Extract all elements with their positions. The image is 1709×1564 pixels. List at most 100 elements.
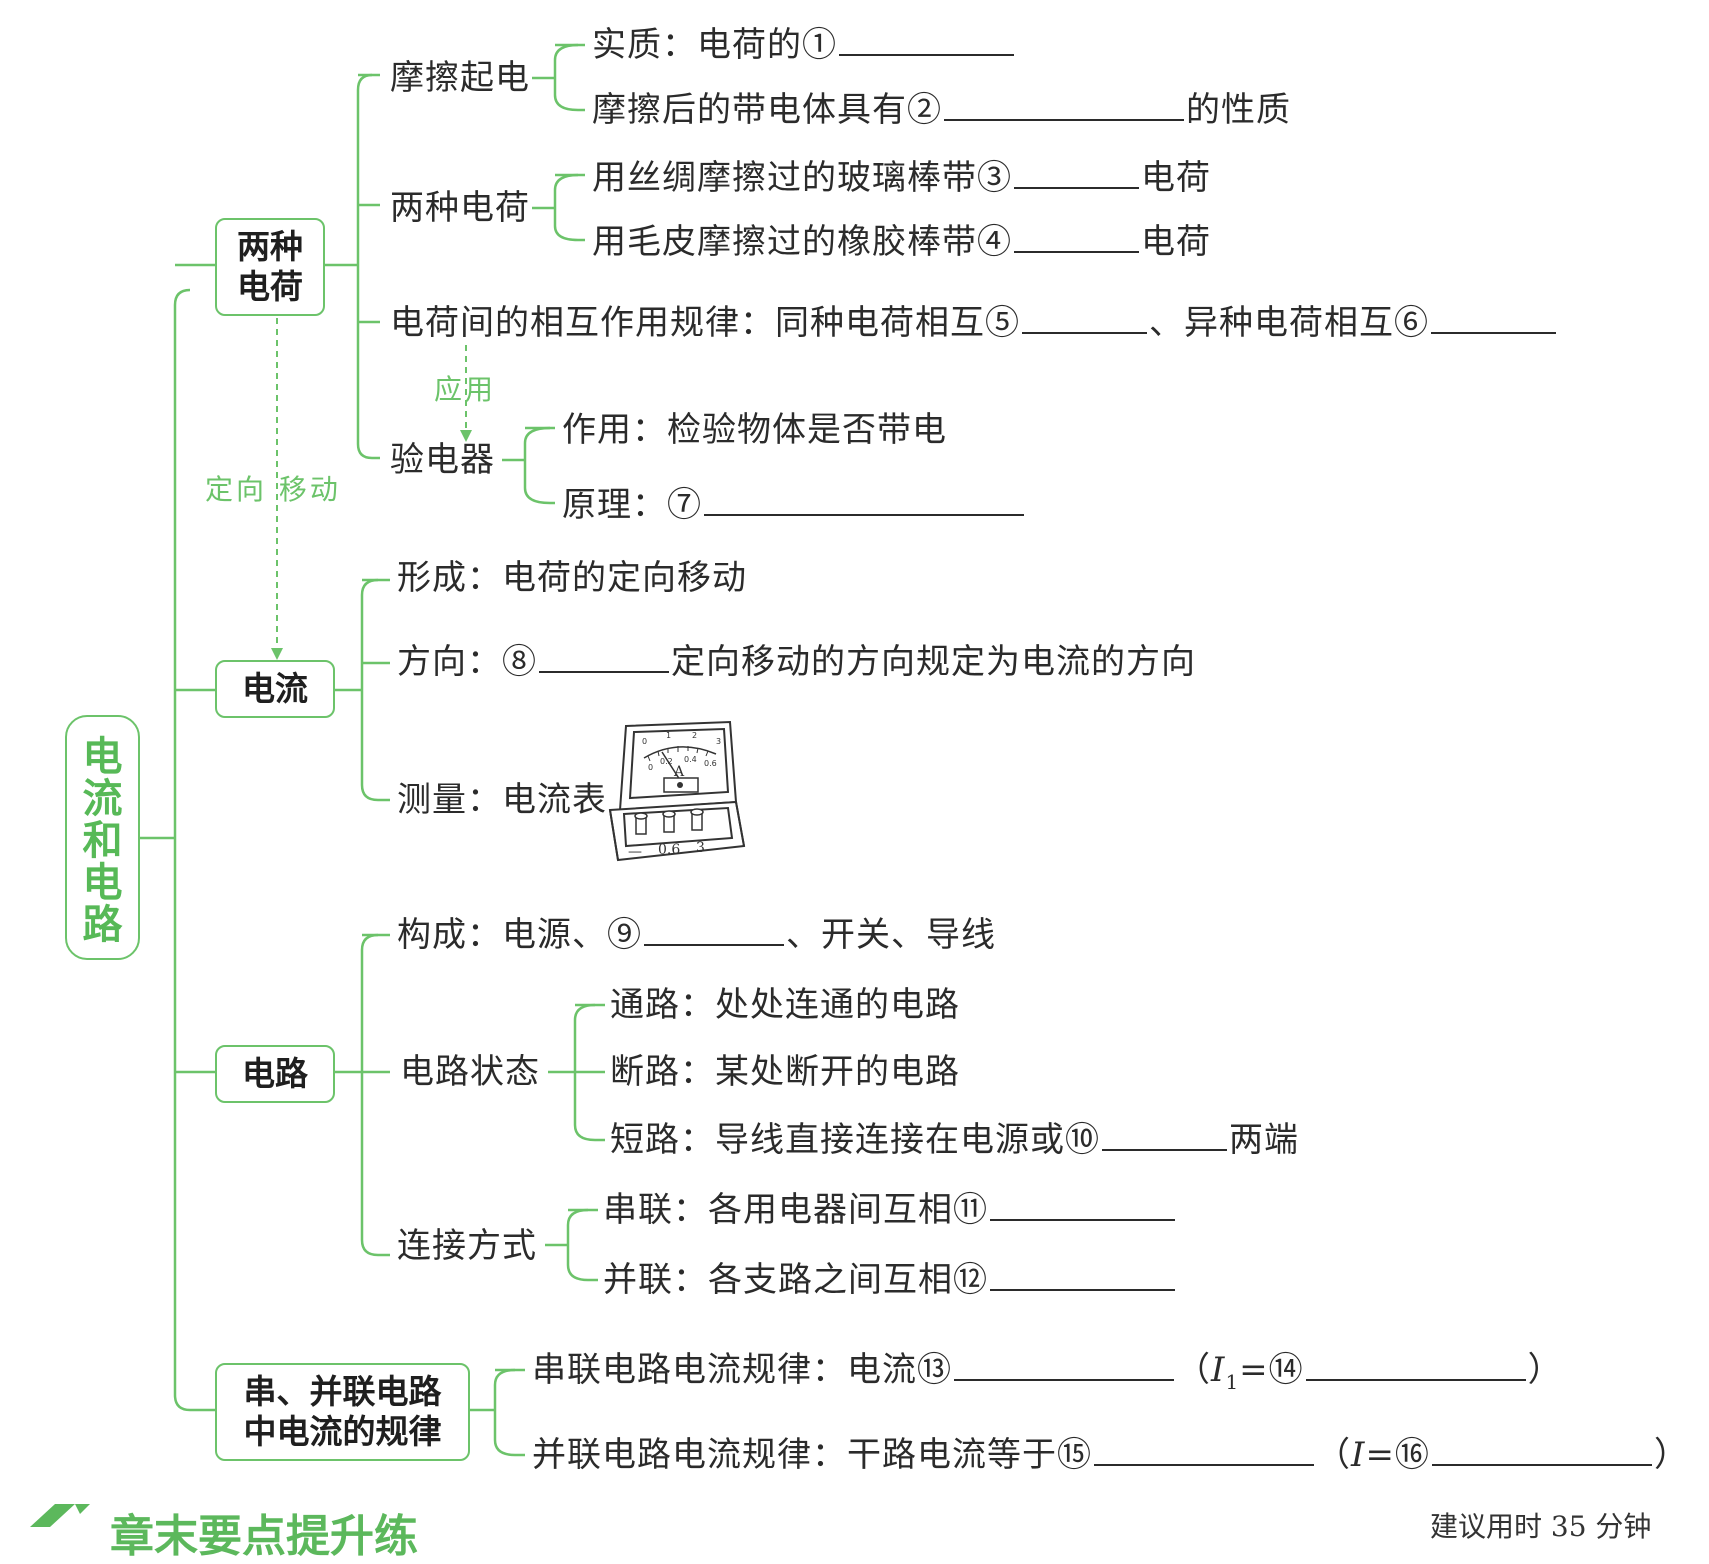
answer-blank-10[interactable] [1102,1121,1227,1151]
root-title-char: 流 [82,775,123,822]
answer-blank-8[interactable] [539,643,669,673]
answer-blank-14[interactable] [1305,1351,1526,1381]
node-two-kinds-charge: 两种电荷 [390,188,530,228]
footer-title: 章末要点提升练 [110,1511,418,1562]
footer-time: 建议用时 35 分钟 [1430,1510,1652,1543]
node-current-formation: 形成：电荷的定向移动 [397,558,747,598]
root-topic-box: 电 流 和 电 路 [65,715,140,960]
leaf-text: 短路：导线直接连接在电源或⑩ [610,1120,1100,1160]
ammeter-scale-bottom: 0.6 [704,759,717,768]
leaf-text: 的性质 [1186,90,1291,130]
node-text: 、异种电荷相互⑥ [1149,303,1429,343]
node-text: 、开关、导线 [786,915,996,955]
answer-blank-1[interactable] [839,26,1014,56]
section-box-series-parallel: 串、并联电路 中电流的规律 [215,1363,470,1461]
leaf-attract-property: 摩擦后的带电体具有② 的性质 [592,90,1291,130]
node-current-measurement: 测量：电流表 [397,780,607,820]
section-box-current: 电流 [215,660,335,718]
root-title-char: 电 [82,733,123,780]
rule-text: 并联电路电流规律：干路电流等于⑮ [532,1435,1092,1475]
root-title-char: 电 [82,859,123,906]
section-title: 电路 [242,1054,308,1093]
ammeter-scale-bottom: 0.2 [660,757,673,766]
answer-blank-6[interactable] [1431,304,1556,334]
answer-blank-3[interactable] [1014,159,1139,189]
section-title: 两种电荷 [237,227,303,306]
current-symbol: I [1211,1350,1226,1390]
node-text: 方向：⑧ [397,642,537,682]
leaf-text: 原理：⑦ [562,485,702,525]
ammeter-unit: A [673,764,685,780]
node-connection-method: 连接方式 [397,1226,537,1266]
answer-blank-5[interactable] [1022,304,1147,334]
leaf-essence: 实质：电荷的① [592,25,1016,65]
node-current-direction: 方向：⑧ 定向移动的方向规定为电流的方向 [397,642,1196,682]
node-text: 定向移动的方向规定为电流的方向 [671,642,1196,682]
label-application: 应用 [434,373,497,406]
leaf-closed-circuit: 通路：处处连通的电路 [610,985,960,1025]
ammeter-illustration: 0 1 2 3 0 0.2 0.4 0.6 A — 0.6 3 [608,720,746,862]
ammeter-scale-top: 3 [716,737,721,746]
node-text: 构成：电源、⑨ [397,915,642,955]
ammeter-scale-bottom: 0 [648,763,653,772]
leaf-text: 电荷 [1141,158,1211,198]
answer-blank-15[interactable] [1094,1436,1314,1466]
section-title-line: 串、并联电路 [243,1372,442,1411]
section-box-two-charges: 两种电荷 [215,218,325,316]
answer-blank-7[interactable] [704,486,1024,516]
answer-blank-4[interactable] [1014,223,1139,253]
leaf-text: 用丝绸摩擦过的玻璃棒带③ [592,158,1012,198]
leaf-open-circuit: 断路：某处断开的电路 [610,1052,960,1092]
ammeter-scale-top: 2 [692,731,697,740]
leaf-text: 用毛皮摩擦过的橡胶棒带④ [592,222,1012,262]
ammeter-scale-top: 1 [666,731,671,740]
rule-text: （ [1316,1435,1351,1475]
answer-blank-11[interactable] [990,1191,1175,1221]
ammeter-terminal-label: — [628,844,642,860]
rule-text: （ [1176,1350,1211,1390]
current-subscript: 1 [1225,1369,1240,1394]
leaf-text: 电荷 [1141,222,1211,262]
rule-text: =⑯ [1365,1435,1430,1475]
ammeter-terminal-label: 3 [696,840,705,856]
answer-blank-9[interactable] [644,916,784,946]
node-circuit-state: 电路状态 [400,1052,540,1092]
leaf-text: 摩擦后的带电体具有② [592,90,942,130]
leaf-short-circuit: 短路：导线直接连接在电源或⑩ 两端 [610,1120,1299,1160]
leaf-electroscope-principle: 原理：⑦ [562,485,1026,525]
leaf-rubber-rod: 用毛皮摩擦过的橡胶棒带④ 电荷 [592,222,1211,262]
connector-lines [140,43,605,1457]
root-title-char: 路 [82,901,123,948]
node-friction-electrification: 摩擦起电 [390,58,530,98]
section-box-circuit: 电路 [215,1045,335,1103]
ammeter-terminal-label: 0.6 [658,842,680,858]
leaf-glass-rod: 用丝绸摩擦过的玻璃棒带③ 电荷 [592,158,1211,198]
current-symbol: I [1351,1435,1366,1475]
rule-text: ） [1527,1350,1563,1390]
rule-text: ） [1653,1435,1689,1475]
leaf-series: 串联：各用电器间互相⑪ [603,1190,1177,1230]
node-interaction-rule: 电荷间的相互作用规律：同种电荷相互⑤ 、异种电荷相互⑥ [390,303,1558,343]
rule-series-current: 串联电路电流规律：电流⑬ （I1=⑭ ） [532,1350,1563,1402]
answer-blank-13[interactable] [954,1351,1174,1381]
node-electroscope: 验电器 [390,440,495,480]
rule-text: =⑭ [1239,1350,1304,1390]
rule-parallel-current: 并联电路电流规律：干路电流等于⑮ （I=⑯ ） [532,1435,1689,1475]
leaf-electroscope-function: 作用：检验物体是否带电 [562,410,947,450]
answer-blank-12[interactable] [990,1261,1175,1291]
pencil-icon [30,1504,90,1527]
ammeter-scale-bottom: 0.4 [684,755,697,764]
rule-text: 串联电路电流规律：电流⑬ [532,1350,952,1390]
node-circuit-composition: 构成：电源、⑨ 、开关、导线 [397,915,996,955]
answer-blank-2[interactable] [944,91,1184,121]
ammeter-scale-top: 0 [642,737,647,746]
leaf-text: 串联：各用电器间互相⑪ [603,1190,988,1230]
label-directional-movement: 定向 移动 [205,473,341,506]
leaf-text: 并联：各支路之间互相⑫ [603,1260,988,1300]
node-text: 电荷间的相互作用规律：同种电荷相互⑤ [390,303,1020,343]
leaf-text: 实质：电荷的① [592,25,837,65]
section-title-line: 中电流的规律 [243,1412,442,1451]
leaf-parallel: 并联：各支路之间互相⑫ [603,1260,1177,1300]
answer-blank-16[interactable] [1431,1436,1652,1466]
leaf-text: 两端 [1229,1120,1299,1160]
